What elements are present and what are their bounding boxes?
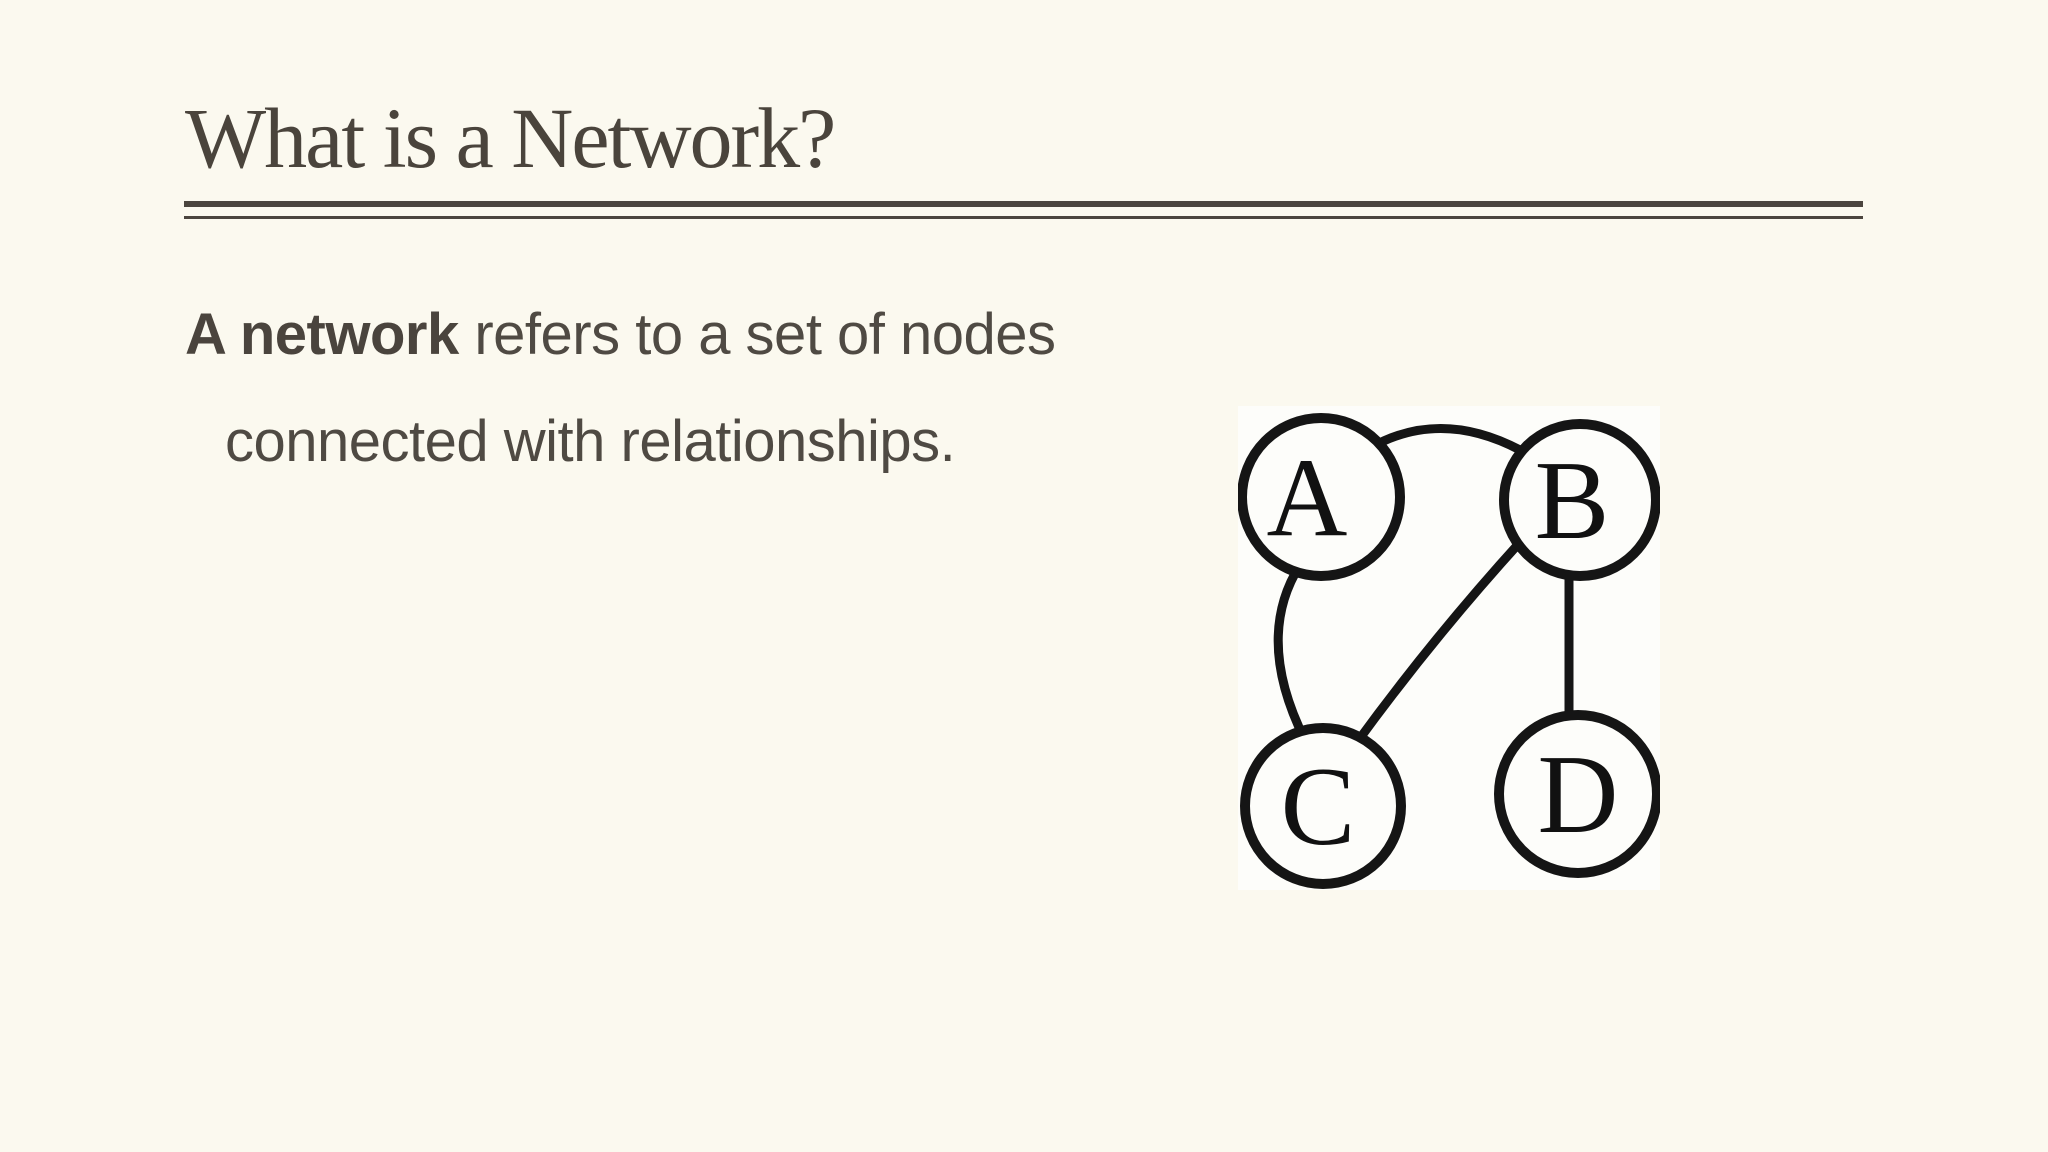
node-C <box>1240 723 1406 889</box>
network-diagram: A B C D <box>1238 406 1660 890</box>
body-line-2: connected with relationships. <box>225 409 956 474</box>
body-line-1: A network refers to a set of nodes <box>185 281 1056 388</box>
body-line-1-rest: refers to a set of nodes <box>458 302 1056 367</box>
node-B <box>1499 419 1660 581</box>
node-D <box>1494 710 1660 878</box>
title-underline-thick <box>184 201 1863 207</box>
node-label-D: D <box>1538 733 1619 857</box>
node-label-B: B <box>1535 439 1610 563</box>
edge-A-B <box>1365 424 1525 455</box>
title-underline-thin <box>184 216 1863 219</box>
node-label-A: A <box>1267 436 1348 560</box>
body-text: A network refers to a set of nodes conne… <box>185 281 1056 495</box>
node-A <box>1238 413 1405 581</box>
node-label-C: C <box>1281 745 1356 869</box>
slide-title: What is a Network? <box>185 90 836 186</box>
body-bold-term: A network <box>185 302 459 367</box>
edge-B-C <box>1350 535 1527 750</box>
edge-A-C <box>1273 560 1310 745</box>
